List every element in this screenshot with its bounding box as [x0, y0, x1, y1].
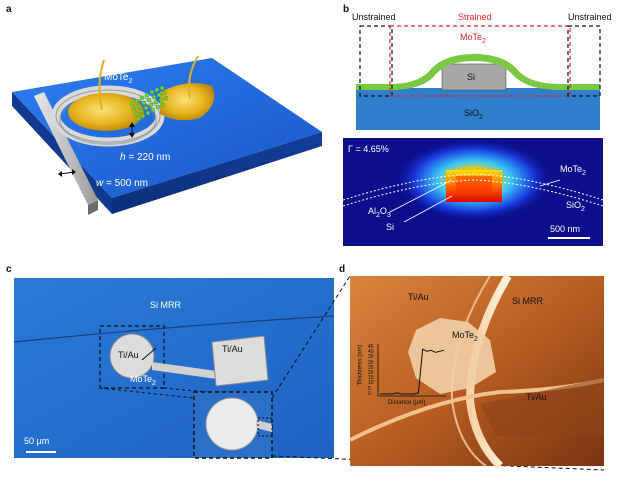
unstrained-box-left	[359, 25, 393, 97]
unstrained-box-right	[567, 25, 601, 97]
label-c-pad-right: Ti/Au	[222, 344, 243, 354]
label-unstrained-left: Unstrained	[352, 12, 396, 22]
label-d-pad-left: Ti/Au	[408, 292, 429, 302]
mote2-boundary	[342, 173, 604, 201]
bus-waveguide	[34, 92, 98, 205]
afm-flake	[408, 318, 496, 394]
label-b-mote2: MoTe2	[460, 32, 486, 45]
panel-label-c: c	[6, 264, 12, 275]
label-bb-mote2: MoTe2	[560, 164, 586, 177]
label-bb-sio2: SiO2	[566, 200, 585, 213]
label-c-mrr: Si MRR	[150, 300, 181, 310]
panel-a-height-label: h = 220 nm	[120, 152, 171, 163]
inset-xlabel: Distance (µm)	[388, 400, 426, 406]
inset-ytick: 5	[368, 385, 371, 392]
inset-ytick: 30	[368, 359, 374, 366]
connection-strip	[152, 362, 224, 380]
mote2-lattice	[129, 85, 169, 122]
label-scalebar-c: 50 µm	[24, 436, 50, 446]
inset-ytick: 40	[368, 349, 374, 356]
label-d-pad-right: Ti/Au	[526, 392, 547, 402]
label-unstrained-right: Unstrained	[568, 12, 612, 22]
label-bb-si: Si	[386, 222, 395, 232]
label-d-mrr: Si MRR	[512, 296, 543, 306]
probe-wire-right	[188, 55, 199, 99]
label-b-sio2: SiO2	[464, 108, 483, 121]
sio2-substrate	[356, 88, 600, 130]
afm-profile-inset	[377, 344, 446, 397]
label-b-si: Si	[467, 72, 476, 82]
inset-ytick: 25	[368, 364, 374, 371]
right-gold-pad	[160, 83, 215, 121]
label-strained: Strained	[458, 12, 492, 22]
probe-wire-left	[98, 59, 105, 111]
label-gamma: Γ = 4.65%	[348, 144, 389, 154]
label-c-mote2: MoTe2	[130, 374, 156, 387]
si-core	[441, 63, 507, 91]
inset-ytick: 45	[368, 344, 374, 350]
panel-label-a: a	[6, 4, 12, 15]
label-c-pad-center: Ti/Au	[118, 350, 139, 360]
center-gold-pad	[68, 93, 144, 131]
label-d-mote2: MoTe2	[452, 330, 478, 343]
panel-label-b: b	[343, 4, 350, 15]
afm-right-pad	[480, 378, 604, 436]
inset-ytick: 35	[368, 354, 374, 361]
ring-arc	[13, 315, 335, 343]
mote2-film	[356, 54, 600, 90]
substrate-front	[112, 132, 322, 214]
inset-ytick: 20	[368, 370, 374, 376]
panel-label-d: d	[339, 264, 346, 275]
label-scalebar-b: 500 nm	[550, 224, 581, 234]
panel-a-material-label: MoTe2	[104, 72, 133, 85]
inset-ytick: 0	[368, 390, 371, 397]
inset-ylabel: Thickness (nm)	[357, 344, 364, 386]
right-pad	[211, 335, 269, 387]
strained-box	[389, 25, 571, 97]
center-pad	[109, 333, 155, 379]
label-al2o3: Al2O3	[368, 206, 391, 219]
inset-ytick: 10	[368, 380, 374, 387]
panel-a-width-label: w = 500 nm	[96, 178, 148, 189]
zoom-box-c	[99, 325, 165, 389]
inset-ytick: 15	[368, 375, 374, 382]
